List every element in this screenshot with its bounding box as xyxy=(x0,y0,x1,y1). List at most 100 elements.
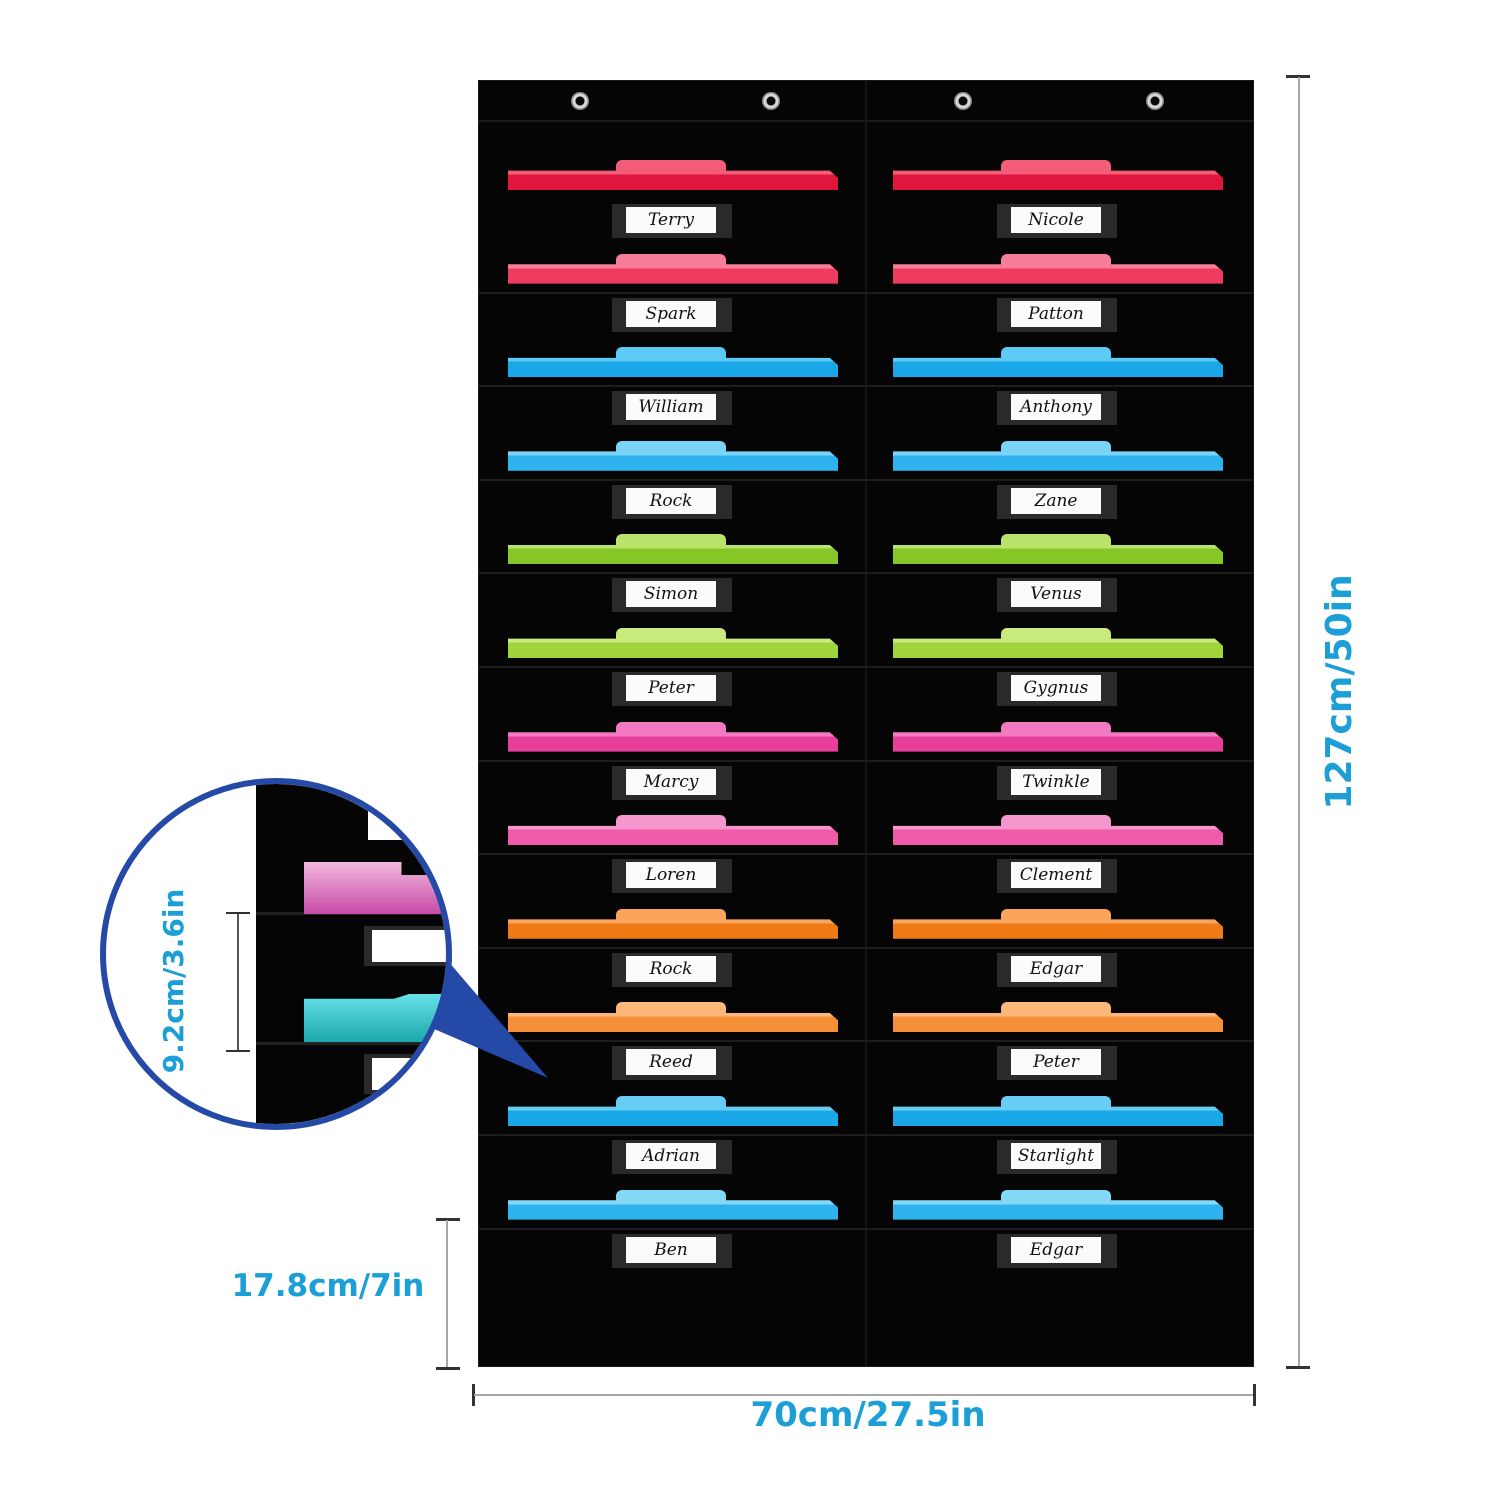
name-label: Edgar xyxy=(1011,955,1101,982)
name-label-holder: Zane xyxy=(997,484,1117,519)
name-label: Terry xyxy=(626,207,716,233)
folder-tab xyxy=(1001,628,1111,640)
folder-tab xyxy=(616,1189,726,1202)
name-label: Patton xyxy=(1011,300,1101,327)
zoom-row-line xyxy=(256,1042,446,1045)
name-label: Nicole xyxy=(1011,207,1101,233)
folder-tab xyxy=(616,440,726,453)
zoom-dimension-line xyxy=(237,912,239,1052)
name-label-holder: Rock xyxy=(612,952,732,987)
name-label-holder: Edgar xyxy=(997,952,1117,987)
name-label: Spark xyxy=(626,300,716,327)
folder-body xyxy=(508,545,838,565)
height-dimension-line xyxy=(1298,77,1300,1367)
file-folder xyxy=(893,628,1223,658)
file-folder xyxy=(508,347,838,378)
grommet-icon xyxy=(571,92,589,110)
folder-body xyxy=(508,638,838,658)
pocket-seam xyxy=(478,385,1254,388)
folder-tab xyxy=(1001,253,1111,266)
name-label-holder: Nicole xyxy=(997,204,1117,238)
folder-body xyxy=(893,732,1223,752)
name-label: Venus xyxy=(1011,581,1101,608)
zoom-label-card xyxy=(372,1058,446,1090)
zoom-label-holder xyxy=(364,1054,446,1094)
name-label: Zane xyxy=(1011,487,1101,514)
width-dimension-tick xyxy=(1253,1384,1256,1406)
folder-body xyxy=(508,357,838,378)
pocket-dimension-line xyxy=(446,1220,448,1368)
name-label: Marcy xyxy=(626,768,716,795)
name-label: Rock xyxy=(626,487,716,514)
file-folder xyxy=(508,1002,838,1033)
zoom-label-holder xyxy=(364,926,446,966)
folder-body xyxy=(508,1106,838,1126)
folder-tab xyxy=(1001,1189,1111,1202)
name-label-holder: Gygnus xyxy=(997,672,1117,706)
name-label: Starlight xyxy=(1011,1143,1101,1169)
name-label-holder: William xyxy=(612,391,732,426)
zoom-folder-teal xyxy=(304,994,446,1042)
name-label: Peter xyxy=(1011,1049,1101,1076)
folder-body xyxy=(893,357,1223,378)
folder-body xyxy=(508,732,838,752)
folder-tab xyxy=(1001,721,1111,734)
file-folder xyxy=(508,628,838,658)
width-dimension-tick xyxy=(472,1384,475,1406)
name-label-holder: Edgar xyxy=(997,1233,1117,1268)
folder-body xyxy=(508,1200,838,1220)
folder-tab xyxy=(616,160,726,172)
name-label: Adrian xyxy=(626,1143,716,1169)
folder-body xyxy=(893,1106,1223,1126)
name-label: Edgar xyxy=(1011,1236,1101,1263)
height-dimension-tick xyxy=(1286,75,1310,78)
name-label: William xyxy=(626,394,716,421)
name-label: Rock xyxy=(626,955,716,982)
name-label-holder: Spark xyxy=(612,297,732,332)
folder-tab xyxy=(1001,440,1111,453)
pocket-seam xyxy=(478,1134,1254,1136)
name-label: Gygnus xyxy=(1011,675,1101,701)
folder-tab xyxy=(616,1002,726,1015)
name-label: Clement xyxy=(1011,862,1101,889)
folder-tab xyxy=(616,628,726,640)
width-label: 70cm/27.5in xyxy=(750,1395,986,1435)
file-folder xyxy=(893,160,1223,190)
folder-tab xyxy=(1001,908,1111,921)
name-label-holder: Simon xyxy=(612,578,732,613)
folder-tab xyxy=(616,253,726,266)
pocket-seam xyxy=(478,478,1254,481)
name-label: Ben xyxy=(626,1236,716,1263)
width-dimension-line xyxy=(474,1394,1254,1396)
file-folder xyxy=(508,1189,838,1220)
center-divider xyxy=(865,80,867,1367)
folder-tab xyxy=(616,721,726,734)
pocket-seam xyxy=(478,759,1254,762)
pocket-seam xyxy=(478,666,1254,668)
file-folder xyxy=(508,1096,838,1126)
pocket-seam xyxy=(478,572,1254,575)
grommet-icon xyxy=(1146,92,1164,110)
name-label: Reed xyxy=(626,1049,716,1076)
name-label: Peter xyxy=(626,675,716,701)
file-folder xyxy=(508,721,838,752)
folder-tab xyxy=(616,347,726,360)
file-folder xyxy=(893,1189,1223,1220)
zoom-label-card xyxy=(372,930,446,962)
zoom-circle: 9.2cm/3.6in xyxy=(100,778,452,1130)
folder-tab xyxy=(616,815,726,828)
folder-body xyxy=(893,545,1223,565)
zoom-label-card xyxy=(368,810,428,840)
name-label-holder: Anthony xyxy=(997,391,1117,426)
name-label: Anthony xyxy=(1011,394,1101,421)
name-label-holder: Rock xyxy=(612,484,732,519)
folder-body xyxy=(508,825,838,846)
bottom-pocket-label: 17.8cm/7in xyxy=(231,1268,425,1304)
name-label-holder: Reed xyxy=(612,1046,732,1081)
height-dimension-tick xyxy=(1286,1366,1310,1369)
name-label-holder: Adrian xyxy=(612,1140,732,1174)
name-label: Simon xyxy=(626,581,716,608)
folder-body xyxy=(508,919,838,939)
